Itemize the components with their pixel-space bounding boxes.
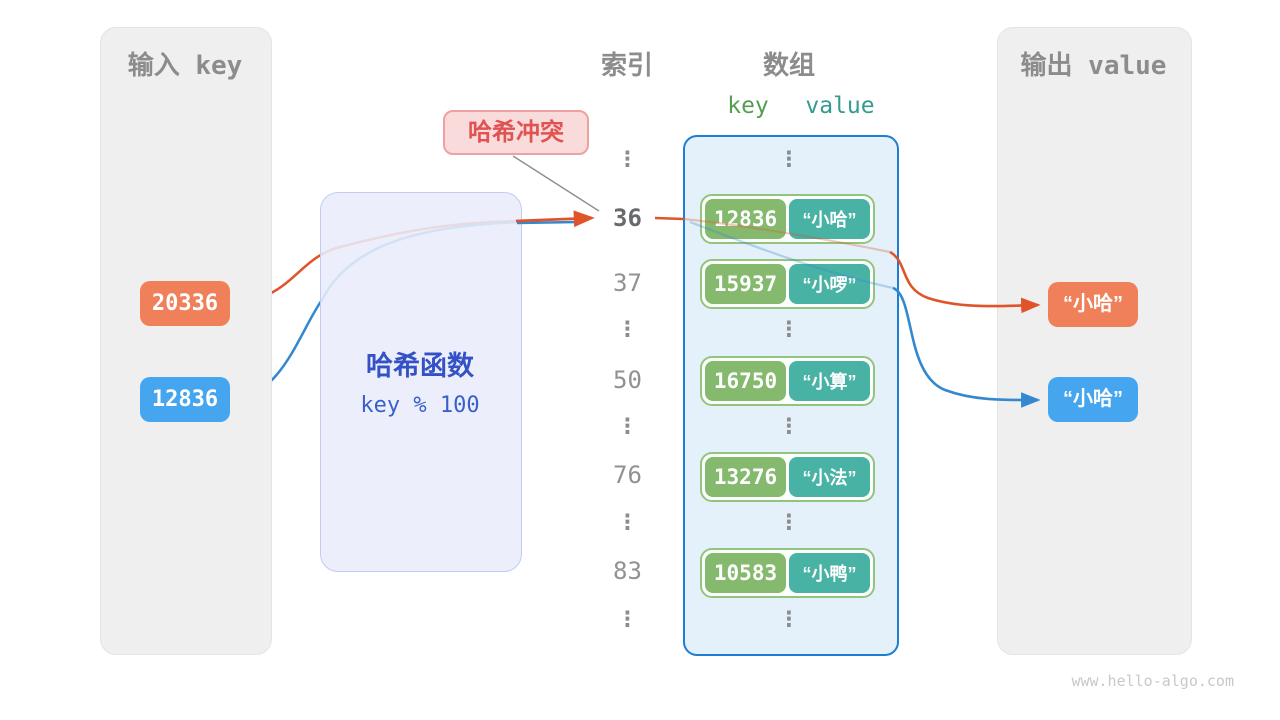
array-row-key: 13276 xyxy=(705,457,786,497)
index-ellipsis: ⋮ xyxy=(617,608,638,631)
hash-function-title: 哈希函数 xyxy=(366,351,474,381)
array-row-value: “小啰” xyxy=(789,264,870,304)
array-key-header: key xyxy=(727,93,769,119)
index-ellipsis: ⋮ xyxy=(617,148,638,171)
array-row-value: “小鸭” xyxy=(789,553,870,593)
array-row: 13276 “小法” xyxy=(700,452,875,502)
index-50: 50 xyxy=(613,366,642,394)
array-ellipsis: ⋮ xyxy=(778,608,800,631)
index-column-title: 索引 xyxy=(600,50,653,80)
input-key-20336: 20336 xyxy=(140,281,230,326)
collision-connector-line xyxy=(512,155,600,212)
output-value-blue: “小哈” xyxy=(1048,377,1138,422)
arrow-to-index-36 xyxy=(515,210,595,228)
array-row: 15937 “小啰” xyxy=(700,259,875,309)
hash-function-formula: key % 100 xyxy=(360,393,480,418)
index-76: 76 xyxy=(613,461,642,489)
output-value-orange: “小哈” xyxy=(1048,282,1138,327)
array-row-key: 12836 xyxy=(705,199,786,239)
output-panel-title: 输出 value xyxy=(1020,51,1167,81)
array-row: 12836 “小哈” xyxy=(700,194,875,244)
array-ellipsis: ⋮ xyxy=(778,148,800,171)
input-panel xyxy=(100,27,272,655)
array-ellipsis: ⋮ xyxy=(778,415,800,438)
array-row: 16750 “小算” xyxy=(700,356,875,406)
index-36: 36 xyxy=(613,204,642,232)
array-row: 10583 “小鸭” xyxy=(700,548,875,598)
hash-collision-label: 哈希冲突 xyxy=(443,110,589,155)
index-83: 83 xyxy=(613,557,642,585)
input-key-12836: 12836 xyxy=(140,377,230,422)
curve-blue-merge xyxy=(516,220,579,225)
array-ellipsis: ⋮ xyxy=(778,511,800,534)
watermark: www.hello-algo.com xyxy=(1071,672,1234,690)
array-title: 数组 xyxy=(762,50,815,80)
array-row-key: 16750 xyxy=(705,361,786,401)
array-row-value: “小算” xyxy=(789,361,870,401)
index-ellipsis: ⋮ xyxy=(617,415,638,438)
array-ellipsis: ⋮ xyxy=(778,318,800,341)
array-row-value: “小法” xyxy=(789,457,870,497)
array-row-value: “小哈” xyxy=(789,199,870,239)
array-row-key: 10583 xyxy=(705,553,786,593)
input-panel-title: 输入 key xyxy=(127,51,243,81)
index-37: 37 xyxy=(613,269,642,297)
output-panel xyxy=(997,27,1192,655)
index-ellipsis: ⋮ xyxy=(617,511,638,534)
index-ellipsis: ⋮ xyxy=(617,318,638,341)
array-value-header: value xyxy=(805,93,875,119)
array-row-key: 15937 xyxy=(705,264,786,304)
